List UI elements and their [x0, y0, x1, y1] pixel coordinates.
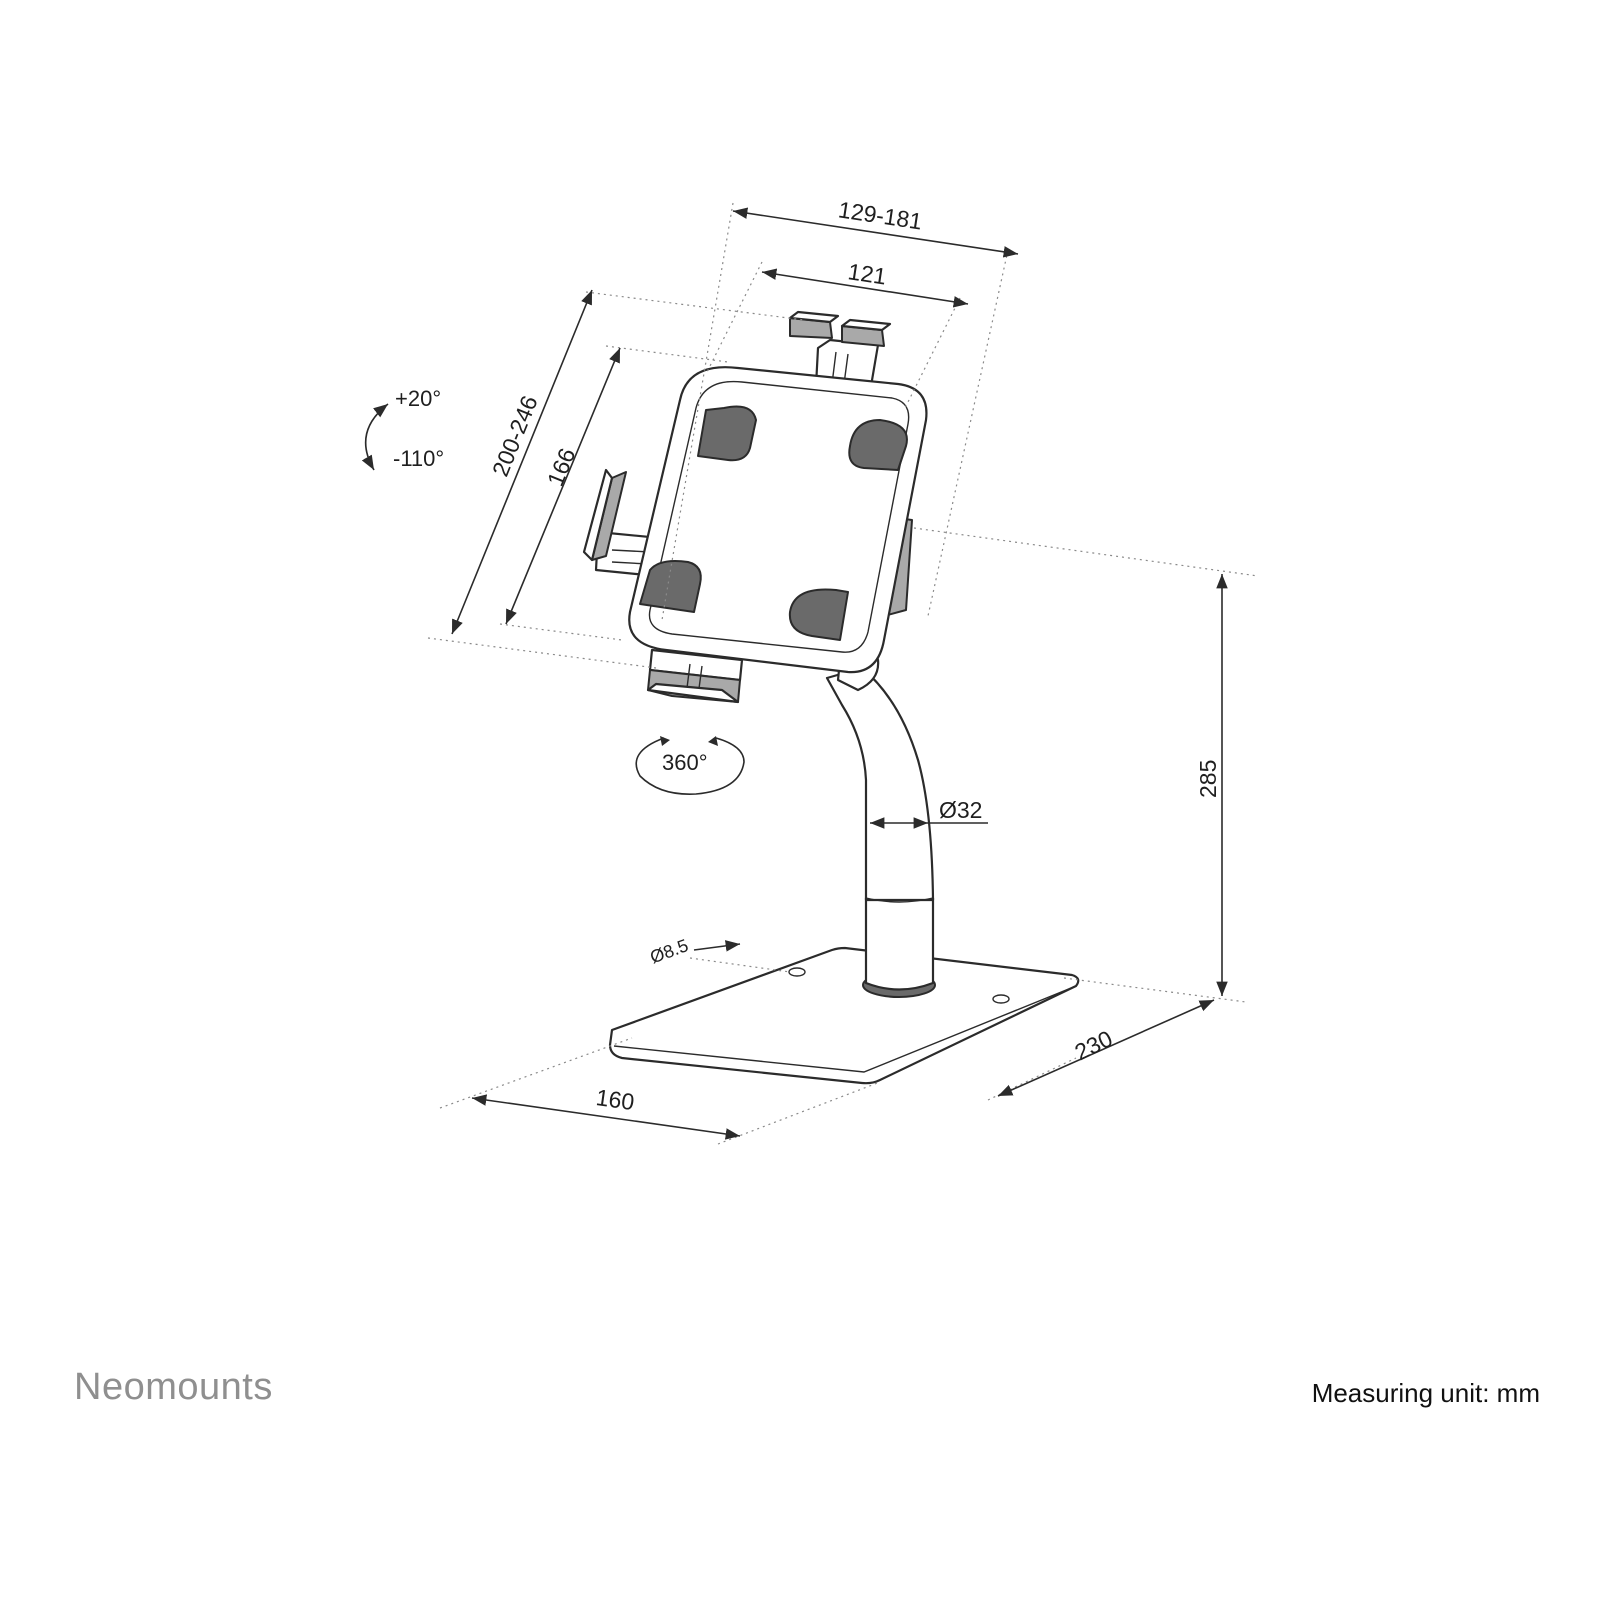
tablet-frame	[628, 366, 928, 674]
dimension-lines	[451, 207, 1228, 1140]
total-height-label: 285	[1195, 760, 1221, 798]
base-depth-dimension-line	[997, 999, 1215, 1097]
bottom-clamp	[646, 648, 744, 704]
rotation-label: 360°	[662, 750, 708, 775]
holder-height-dimension-line	[505, 347, 621, 625]
extension-lines	[427, 202, 1259, 1145]
base-width-label: 160	[594, 1084, 636, 1115]
measuring-unit-label: Measuring unit: mm	[1311, 1378, 1540, 1408]
hole-diameter-label: Ø8.5	[647, 935, 691, 967]
holder-width-label: 121	[846, 258, 888, 289]
base-plate	[608, 946, 1080, 1085]
brand-logo: Neomounts	[74, 1366, 273, 1408]
tilt-up-label: +20°	[395, 386, 441, 411]
tilt-arrow-icon	[361, 403, 389, 471]
tilt-down-label: -110°	[393, 446, 444, 471]
pole	[825, 666, 936, 998]
base-width-dimension-line	[471, 1094, 741, 1140]
grip-pad	[697, 405, 757, 462]
rotation-360-icon	[635, 736, 745, 795]
mounting-hole	[788, 967, 806, 977]
holder-height-label: 166	[542, 444, 580, 489]
hole-diameter-leader	[693, 940, 741, 952]
grip-pad	[639, 560, 702, 613]
clamp-height-label: 200-246	[487, 392, 543, 480]
grip-pad	[788, 588, 849, 641]
base-depth-label: 230	[1071, 1025, 1117, 1065]
grip-pad	[848, 419, 908, 471]
clamp-width-dimension-line	[732, 207, 1019, 258]
holder-width-dimension-line	[761, 268, 969, 308]
pole-diameter-label: Ø32	[939, 797, 982, 823]
tablet-holder	[582, 310, 928, 704]
